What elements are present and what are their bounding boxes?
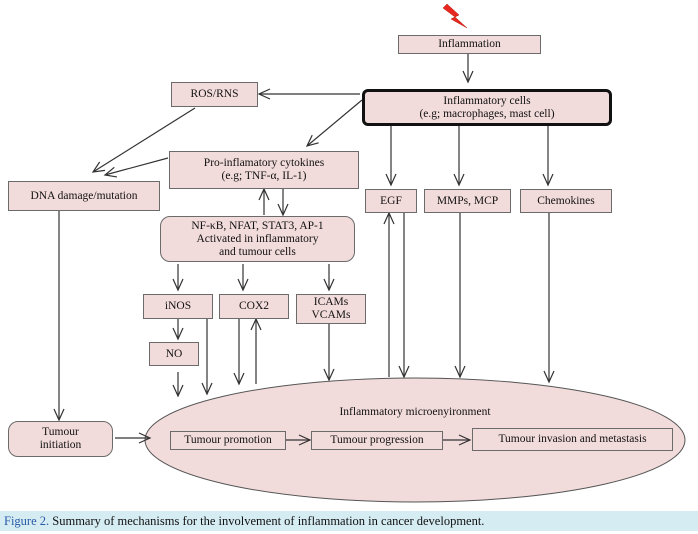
- cytokines-subtitle: (e.g; TNF-α, IL-1): [221, 170, 307, 182]
- dna-damage-box: DNA damage/mutation: [8, 181, 160, 211]
- tumour-promotion-label: Tumour promotion: [184, 434, 272, 446]
- mmps-mcp-label: MMPs, MCP: [436, 194, 499, 207]
- cytokines-title: Pro-inflamatory cytokines: [203, 157, 325, 169]
- mmps-mcp-box: MMPs, MCP: [424, 189, 511, 213]
- egf-label: EGF: [380, 194, 402, 207]
- vcams-label: VCAMs: [311, 309, 351, 321]
- figure-caption-text: Summary of mechanisms for the involvemen…: [49, 514, 485, 528]
- nfkb-line1: NF-κB, NFAT, STAT3, AP-1: [191, 219, 324, 232]
- tumour-initiation-line2: initiation: [39, 439, 82, 451]
- inos-box: iNOS: [143, 294, 213, 319]
- cytokines-box: Pro-inflamatory cytokines (e.g; TNF-α, I…: [169, 151, 359, 189]
- inflammation-label: Inflammation: [438, 38, 501, 50]
- ros-rns-label: ROS/RNS: [190, 88, 239, 100]
- nfkb-line3: and tumour cells: [219, 245, 296, 258]
- dna-damage-label: DNA damage/mutation: [30, 189, 138, 202]
- tumour-initiation-line1: Tumour: [42, 426, 79, 438]
- arrow-ros-to-dna: [91, 107, 196, 173]
- icams-vcams-box: ICAMs VCAMs: [296, 294, 366, 324]
- nfkb-line2: Activated in inflammatory: [196, 232, 319, 245]
- tumour-progression-box: Tumour progression: [311, 431, 443, 450]
- tumour-progression-label: Tumour progression: [330, 434, 424, 446]
- nfkb-box: NF-κB, NFAT, STAT3, AP-1 Activated in in…: [160, 216, 355, 262]
- figure-caption: Figure 2. Summary of mechanisms for the …: [0, 511, 698, 531]
- inflammation-box: Inflammation: [398, 35, 541, 54]
- no-box: NO: [149, 342, 199, 366]
- tumour-promotion-box: Tumour promotion: [170, 431, 286, 450]
- cox2-box: COX2: [219, 294, 289, 319]
- tumour-invasion-box: Tumour invasion and metastasis: [472, 428, 673, 451]
- cox2-label: COX2: [238, 300, 270, 312]
- egf-box: EGF: [365, 189, 417, 213]
- chemokines-label: Chemokines: [537, 194, 595, 207]
- inflammatory-cells-box: Inflammatory cells (e.g; macrophages, ma…: [362, 89, 612, 126]
- inflammatory-cells-title: Inflammatory cells: [443, 94, 531, 107]
- inflammatory-cells-subtitle: (e.g; macrophages, mast cell): [419, 107, 555, 120]
- no-label: NO: [165, 347, 183, 360]
- tumour-initiation-box: Tumour initiation: [8, 421, 113, 457]
- icams-label: ICAMs: [313, 296, 349, 308]
- arrow-cytokines-to-dna: [103, 157, 169, 178]
- ros-rns-box: ROS/RNS: [171, 82, 258, 107]
- lightning-icon: [442, 3, 468, 29]
- chemokines-box: Chemokines: [520, 189, 612, 213]
- figure-label: Figure 2.: [4, 514, 50, 528]
- tumour-invasion-label: Tumour invasion and metastasis: [498, 433, 647, 445]
- arrow-cells-to-cytokines: [305, 99, 363, 147]
- inos-label: iNOS: [164, 300, 192, 312]
- microenvironment-label: Inflammatory microenyironment: [339, 406, 491, 418]
